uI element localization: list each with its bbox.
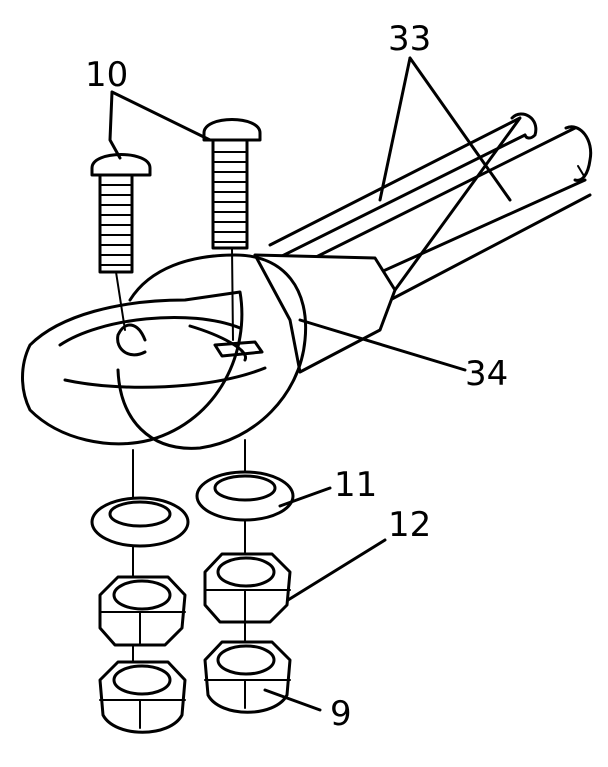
label-11: 11 (334, 465, 377, 505)
leader-12 (286, 538, 387, 602)
leader-9 (263, 688, 322, 712)
leader-11 (278, 486, 332, 508)
locknut-right (203, 640, 292, 714)
locknut-left (98, 660, 187, 734)
label-12: 12 (388, 505, 431, 545)
label-34: 34 (465, 354, 508, 394)
leader-33 (378, 56, 512, 202)
label-33: 33 (388, 19, 431, 59)
label-9: 9 (330, 694, 352, 734)
washer-left (90, 496, 190, 548)
leader-10 (108, 90, 212, 160)
nut-left (98, 575, 187, 647)
label-10: 10 (85, 55, 128, 95)
screw-left (90, 153, 152, 331)
screw-right (202, 118, 262, 341)
nut-right (203, 552, 292, 624)
leader-34 (298, 318, 467, 372)
clamp-bracket (21, 253, 397, 450)
washer-right (195, 470, 295, 522)
